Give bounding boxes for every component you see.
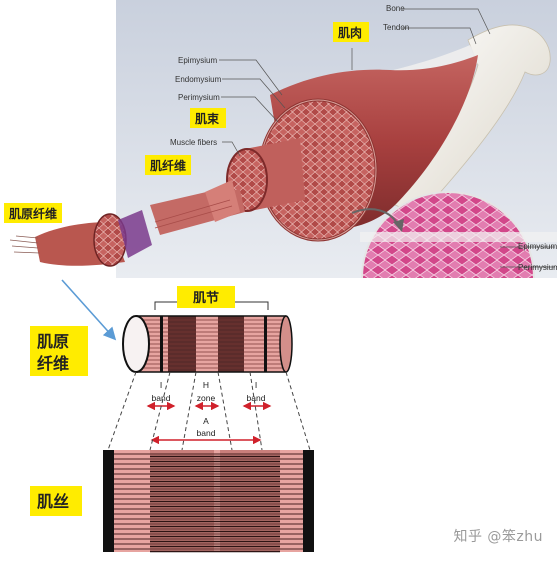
tag-fascicle-text: 肌束 <box>194 111 220 126</box>
tag-muscle: 肌肉 <box>333 22 369 42</box>
sarcomere-diagram: 肌节 肌原 纤维 I band H zone A band I band <box>30 279 314 553</box>
label-tendon: Tendon <box>383 23 409 32</box>
zoom-arrow <box>61 279 117 341</box>
tag-fascicle: 肌束 <box>190 108 226 128</box>
tag-sarcomere-text: 肌节 <box>193 290 219 306</box>
tag-filament: 肌丝 <box>30 486 82 516</box>
band-a-letter: A <box>203 416 209 426</box>
label-perimysium: Perimysium <box>178 93 220 102</box>
band-i-right-letter: I <box>255 380 257 390</box>
tag-fiber-text: 肌纤维 <box>149 158 186 173</box>
z-line <box>264 316 267 372</box>
myofibril-cylinder <box>122 315 293 373</box>
band-i-left-word: band <box>152 393 171 403</box>
band-i-right-word: band <box>247 393 266 403</box>
muscle-fiber <box>150 180 245 235</box>
z-line <box>160 316 163 372</box>
label-bone: Bone <box>386 4 405 13</box>
filament-block <box>103 450 314 553</box>
band-h-word: zone <box>197 393 216 403</box>
label-epimysium: Epimysium <box>178 56 217 65</box>
band-i-left-letter: I <box>160 380 162 390</box>
tag-myofibril: 肌原纤维 <box>4 203 62 223</box>
band-a-word: band <box>197 428 216 438</box>
tag-myofibril-line2: 纤维 <box>37 354 69 373</box>
label-perimysium-right: Perimysium <box>518 263 557 272</box>
section-arrow-head <box>393 219 404 232</box>
tag-filament-text: 肌丝 <box>37 492 69 511</box>
stained-cross-section <box>360 191 557 278</box>
tag-sarcomere: 肌节 <box>177 286 235 308</box>
tag-muscle-text: 肌肉 <box>337 25 362 40</box>
myofibril-bundle <box>9 210 152 267</box>
watermark-text: 知乎 @笨zhu <box>453 529 543 545</box>
label-muscle-fibers: Muscle fibers <box>170 138 217 147</box>
tag-fiber: 肌纤维 <box>145 155 191 175</box>
tag-myofibril-line1: 肌原 <box>37 332 69 351</box>
tag-myofibril-bottom: 肌原 纤维 <box>30 326 88 376</box>
projection-lines <box>107 371 311 451</box>
muscle-anatomy-illustration: Bone Tendon Epimysium Endomysium Perimys… <box>4 0 557 278</box>
muscle-belly <box>258 55 478 242</box>
band-h-letter: H <box>203 380 209 390</box>
label-endomysium: Endomysium <box>175 75 222 84</box>
tag-myofibril-text: 肌原纤维 <box>8 206 57 221</box>
label-epimysium-right: Epimysium <box>518 242 557 251</box>
